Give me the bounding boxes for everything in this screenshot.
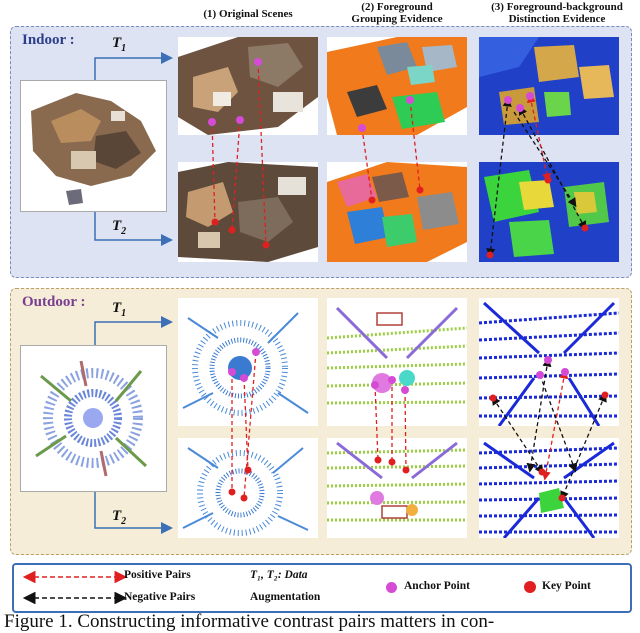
column-title-grouping-line1: (2) Foreground [361,1,433,13]
indoor-t1-arrow [94,52,173,82]
negative-pairs-arrow-icon [22,592,128,604]
indoor-t2-arrow [94,208,173,246]
outdoor-t2-sub: 2 [121,516,127,527]
outdoor-grouping-t2 [327,438,467,538]
legend-negative-label: Negative Pairs [124,591,196,603]
indoor-t2-letter: T [112,218,122,234]
column-title-distinction-line1: (3) Foreground-background [491,1,623,13]
indoor-t2-sub: 2 [121,226,127,237]
outdoor-distinction-pairs [489,356,609,502]
column-title-distinction-line2: Distinction Evidence [508,13,606,25]
outdoor-original-t1 [178,298,318,426]
outdoor-t1-sub: 1 [121,308,127,319]
outdoor-t2-label: T2 [112,508,126,527]
legend-key-label: Key Point [542,580,591,592]
outdoor-t1-letter: T [112,300,122,316]
outdoor-t2-letter: T [112,508,122,524]
indoor-original-t1 [178,37,318,135]
indoor-t1-label: T1 [112,35,126,54]
outdoor-original-t2 [178,438,318,538]
indoor-original-t2 [178,162,318,262]
legend-augmentation-line1: T₁, T₂: Data [250,569,308,581]
anchor-point-icon [386,582,397,593]
indoor-grouping-t2 [327,162,467,262]
legend-anchor-label: Anchor Point [404,580,470,592]
outdoor-t1-arrow [94,316,173,345]
column-title-original: (1) Original Scenes [203,8,293,20]
outdoor-grouping-pairs [371,376,410,474]
column-title-grouping-line2: Grouping Evidence [351,13,443,25]
column-title-grouping: (2) Foreground Grouping Evidence [322,1,472,25]
indoor-grouping-t1 [327,37,467,135]
figure-caption: Figure 1. Constructing informative contr… [4,611,495,632]
indoor-t1-letter: T [112,35,122,51]
outdoor-original-pairs [228,348,260,502]
indoor-t2-label: T2 [112,218,126,237]
outdoor-label: Outdoor : [22,294,86,310]
outdoor-grouping-t1 [327,298,467,426]
indoor-label: Indoor : [22,32,75,48]
legend-augmentation-line2: Augmentation [250,591,321,603]
indoor-original-pairs [208,58,270,249]
key-point-icon [524,581,536,593]
outdoor-t2-arrow [94,490,173,534]
indoor-input-scene [20,80,167,212]
legend-box: Positive Pairs Negative Pairs T₁, T₂: Da… [12,563,632,613]
legend-positive-label: Positive Pairs [124,569,191,581]
outdoor-input-scene [20,345,167,492]
positive-pairs-arrow-icon [22,571,128,583]
indoor-grouping-pairs [358,96,424,204]
indoor-distinction-pairs [486,92,589,259]
column-title-distinction: (3) Foreground-background Distinction Ev… [474,1,640,25]
indoor-t1-sub: 1 [121,43,127,54]
outdoor-t1-label: T1 [112,300,126,319]
